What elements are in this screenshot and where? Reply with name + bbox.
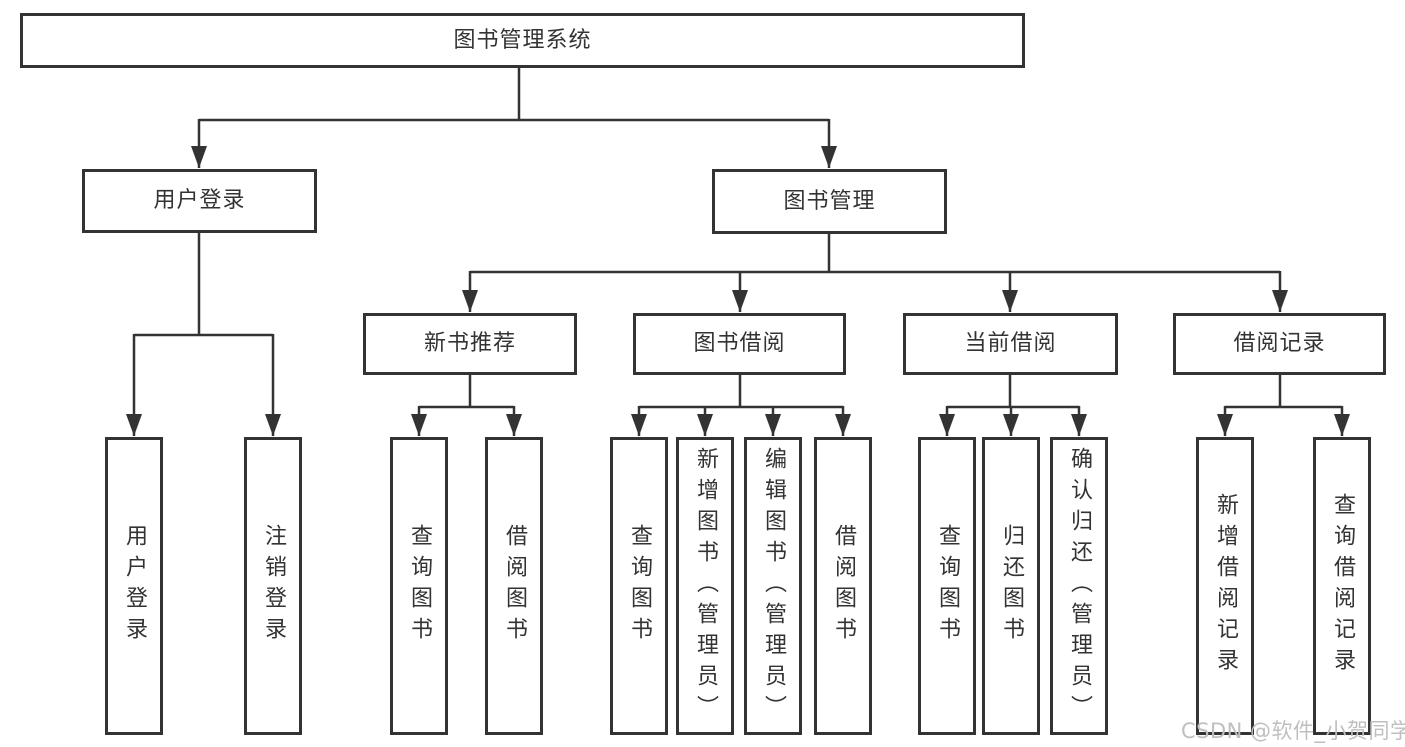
node-label: 查询借阅记录 — [1330, 493, 1355, 679]
connector-borrow-records-trunk — [1225, 375, 1342, 409]
connector-book-mgmt-trunk — [470, 234, 1280, 274]
node-label: 查询图书 — [935, 524, 960, 648]
node-label: 新书推荐 — [423, 331, 516, 356]
leaf-add-books-admin: 新增图书（管理员） — [676, 437, 734, 735]
node-label: 当前借阅 — [964, 331, 1057, 356]
leaf-query-borrow-record: 查询借阅记录 — [1313, 437, 1371, 735]
leaf-return-books: 归还图书 — [982, 437, 1040, 735]
node-label: 新增图书（管理员） — [693, 446, 718, 726]
node-borrowing-records: 借阅记录 — [1173, 313, 1386, 375]
node-label: 用户登录 — [122, 524, 147, 648]
leaf-logout: 注销登录 — [244, 437, 302, 735]
node-label: 图书管理系统 — [453, 27, 592, 53]
node-label: 编辑图书（管理员） — [761, 446, 786, 726]
leaf-add-borrow-record: 新增借阅记录 — [1196, 437, 1254, 735]
connector-user-login-trunk — [134, 233, 273, 337]
leaf-query-books-borrowing: 查询图书 — [610, 437, 668, 735]
leaf-borrow-books: 借阅图书 — [814, 437, 872, 735]
node-label: 查询图书 — [407, 524, 432, 648]
node-label: 归还图书 — [999, 524, 1024, 648]
node-label: 确认归还（管理员） — [1067, 446, 1092, 726]
connector-root-trunk — [199, 68, 829, 122]
node-label: 新增借阅记录 — [1213, 493, 1238, 679]
node-label: 图书借阅 — [693, 331, 786, 356]
leaf-edit-books-admin: 编辑图书（管理员） — [744, 437, 802, 735]
node-label: 借阅图书 — [502, 524, 527, 648]
node-label: 借阅记录 — [1233, 331, 1326, 356]
node-label: 查询图书 — [627, 524, 652, 648]
connector-current-borrow-trunk — [947, 375, 1079, 409]
node-book-borrowing: 图书借阅 — [633, 313, 846, 375]
csdn-watermark: CSDN @软件_小贺同学 — [1181, 719, 1405, 743]
leaf-query-books-recommend: 查询图书 — [390, 437, 448, 735]
node-library-management-system: 图书管理系统 — [20, 13, 1025, 68]
node-current-borrowing: 当前借阅 — [903, 313, 1118, 375]
node-user-login: 用户登录 — [82, 169, 317, 233]
node-book-management: 图书管理 — [712, 169, 947, 234]
leaf-confirm-return-admin: 确认归还（管理员） — [1050, 437, 1108, 735]
node-label: 借阅图书 — [831, 524, 856, 648]
connector-new-book-trunk — [419, 375, 514, 409]
leaf-user-login: 用户登录 — [105, 437, 163, 735]
node-label: 注销登录 — [261, 524, 286, 648]
leaf-borrow-books-recommend: 借阅图书 — [485, 437, 543, 735]
node-new-book-recommendation: 新书推荐 — [363, 313, 577, 375]
node-label: 图书管理 — [783, 188, 876, 214]
leaf-query-books-current: 查询图书 — [918, 437, 976, 735]
connector-book-borrow-trunk — [639, 375, 843, 409]
node-label: 用户登录 — [153, 188, 246, 213]
